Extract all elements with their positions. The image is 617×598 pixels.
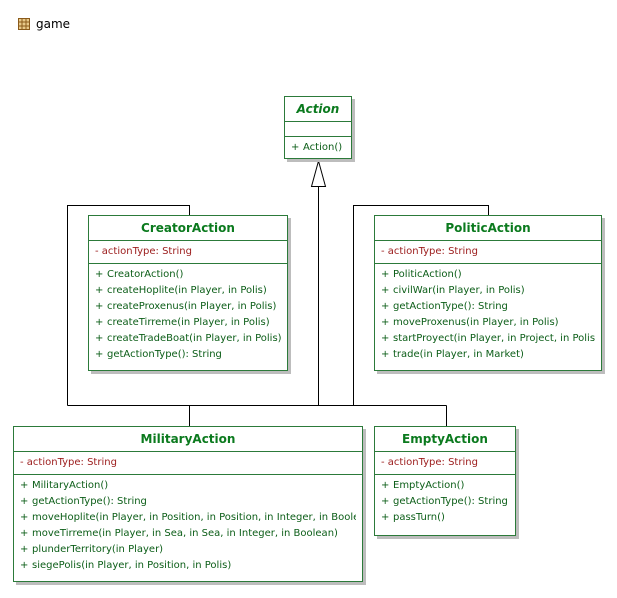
class-creator-action-name: CreatorAction bbox=[89, 216, 287, 241]
operation[interactable]: +MilitaryAction() bbox=[20, 478, 356, 494]
operation-signature: getActionType(): String bbox=[32, 496, 147, 507]
operation-signature: MilitaryAction() bbox=[32, 480, 109, 491]
operation[interactable]: +createTradeBoat(in Player, in Polis) bbox=[95, 331, 281, 347]
operation[interactable]: +PoliticAction() bbox=[381, 267, 595, 283]
class-politic-action-attributes: - actionType: String bbox=[375, 241, 601, 264]
operation-signature: moveHoplite(in Player, in Position, in P… bbox=[32, 512, 356, 523]
class-creator-action-attributes: - actionType: String bbox=[89, 241, 287, 264]
visibility-marker: + bbox=[95, 333, 104, 344]
package-header[interactable]: game bbox=[18, 16, 70, 32]
class-creator-action-operations: +CreatorAction()+createHoplite(in Player… bbox=[89, 264, 287, 367]
visibility-marker: + bbox=[20, 528, 29, 539]
visibility-marker: + bbox=[95, 349, 104, 360]
operation[interactable]: +civilWar(in Player, in Polis) bbox=[381, 283, 595, 299]
visibility-marker: + bbox=[381, 512, 390, 523]
operation[interactable]: +getActionType(): String bbox=[381, 299, 595, 315]
class-empty-action-attributes: - actionType: String bbox=[375, 452, 515, 475]
operation-signature: createTirreme(in Player, in Polis) bbox=[107, 317, 270, 328]
class-politic-action[interactable]: PoliticAction - actionType: String +Poli… bbox=[374, 215, 602, 371]
operation-signature: getActionType(): String bbox=[107, 349, 222, 360]
class-military-action[interactable]: MilitaryAction - actionType: String +Mil… bbox=[13, 426, 363, 582]
visibility-marker: + bbox=[381, 269, 390, 280]
operation-signature: moveProxenus(in Player, in Polis) bbox=[393, 317, 559, 328]
visibility-marker: + bbox=[381, 349, 390, 360]
operation-signature: civilWar(in Player, in Polis) bbox=[393, 285, 525, 296]
operation[interactable]: +getActionType(): String bbox=[20, 494, 356, 510]
operation[interactable]: +moveProxenus(in Player, in Polis) bbox=[381, 315, 595, 331]
operation[interactable]: +getActionType(): String bbox=[381, 494, 509, 510]
package-name: game bbox=[36, 17, 71, 31]
class-politic-action-name: PoliticAction bbox=[375, 216, 601, 241]
visibility-marker: + bbox=[381, 496, 390, 507]
visibility-marker: + bbox=[381, 317, 390, 328]
attribute[interactable]: - actionType: String bbox=[95, 246, 192, 257]
class-creator-action[interactable]: CreatorAction - actionType: String +Crea… bbox=[88, 215, 288, 371]
operation[interactable]: +siegePolis(in Player, in Position, in P… bbox=[20, 558, 356, 574]
class-action-operations: +Action() bbox=[285, 137, 351, 160]
operation-signature: createHoplite(in Player, in Polis) bbox=[107, 285, 267, 296]
visibility-marker: + bbox=[20, 544, 29, 555]
attribute[interactable]: - actionType: String bbox=[20, 457, 117, 468]
operation[interactable]: +createHoplite(in Player, in Polis) bbox=[95, 283, 281, 299]
visibility-marker: + bbox=[381, 480, 390, 491]
operation-signature: EmptyAction() bbox=[393, 480, 465, 491]
class-politic-action-operations: +PoliticAction()+civilWar(in Player, in … bbox=[375, 264, 601, 367]
visibility-marker: + bbox=[381, 285, 390, 296]
attribute[interactable]: - actionType: String bbox=[381, 246, 478, 257]
class-military-action-name: MilitaryAction bbox=[14, 427, 362, 452]
class-military-action-attributes: - actionType: String bbox=[14, 452, 362, 475]
operation[interactable]: +Action() bbox=[291, 140, 345, 156]
operation[interactable]: +plunderTerritory(in Player) bbox=[20, 542, 356, 558]
operation-signature: siegePolis(in Player, in Position, in Po… bbox=[32, 560, 232, 571]
visibility-marker: + bbox=[20, 560, 29, 571]
visibility-marker: + bbox=[20, 480, 29, 491]
operation-signature: getActionType(): String bbox=[393, 496, 508, 507]
operation[interactable]: +createProxenus(in Player, in Polis) bbox=[95, 299, 281, 315]
class-action-name: Action bbox=[285, 97, 351, 122]
visibility-marker: + bbox=[381, 301, 390, 312]
operation[interactable]: +createTirreme(in Player, in Polis) bbox=[95, 315, 281, 331]
operation-signature: passTurn() bbox=[393, 512, 445, 523]
operation-signature: CreatorAction() bbox=[107, 269, 184, 280]
class-empty-action[interactable]: EmptyAction - actionType: String +EmptyA… bbox=[374, 426, 516, 536]
operation[interactable]: +getActionType(): String bbox=[95, 347, 281, 363]
operation[interactable]: +startProyect(in Player, in Project, in … bbox=[381, 331, 595, 347]
visibility-marker: + bbox=[291, 142, 300, 153]
operation-signature: startProyect(in Player, in Project, in P… bbox=[393, 333, 595, 344]
operation-signature: plunderTerritory(in Player) bbox=[32, 544, 164, 555]
visibility-marker: + bbox=[381, 333, 390, 344]
operation-signature: PoliticAction() bbox=[393, 269, 462, 280]
class-empty-action-operations: +EmptyAction()+getActionType(): String+p… bbox=[375, 475, 515, 530]
operation-signature: createTradeBoat(in Player, in Polis) bbox=[107, 333, 281, 344]
operation-signature: Action() bbox=[303, 142, 343, 153]
attribute[interactable]: - actionType: String bbox=[381, 457, 478, 468]
class-military-action-operations: +MilitaryAction()+getActionType(): Strin… bbox=[14, 475, 362, 578]
operation-signature: trade(in Player, in Market) bbox=[393, 349, 524, 360]
generalization-arrowhead bbox=[310, 159, 327, 187]
visibility-marker: + bbox=[20, 512, 29, 523]
class-action-attributes bbox=[285, 122, 351, 137]
operation[interactable]: +moveHoplite(in Player, in Position, in … bbox=[20, 510, 356, 526]
visibility-marker: + bbox=[95, 269, 104, 280]
operation[interactable]: +EmptyAction() bbox=[381, 478, 509, 494]
visibility-marker: + bbox=[20, 496, 29, 507]
operation[interactable]: +trade(in Player, in Market) bbox=[381, 347, 595, 363]
package-grid-icon bbox=[18, 18, 30, 30]
operation[interactable]: +passTurn() bbox=[381, 510, 509, 526]
operation-signature: createProxenus(in Player, in Polis) bbox=[107, 301, 277, 312]
operation-signature: moveTirreme(in Player, in Sea, in Sea, i… bbox=[32, 528, 338, 539]
class-action[interactable]: Action +Action() bbox=[284, 96, 352, 159]
operation[interactable]: +CreatorAction() bbox=[95, 267, 281, 283]
visibility-marker: + bbox=[95, 301, 104, 312]
operation[interactable]: +moveTirreme(in Player, in Sea, in Sea, … bbox=[20, 526, 356, 542]
operation-signature: getActionType(): String bbox=[393, 301, 508, 312]
visibility-marker: + bbox=[95, 285, 104, 296]
visibility-marker: + bbox=[95, 317, 104, 328]
class-empty-action-name: EmptyAction bbox=[375, 427, 515, 452]
